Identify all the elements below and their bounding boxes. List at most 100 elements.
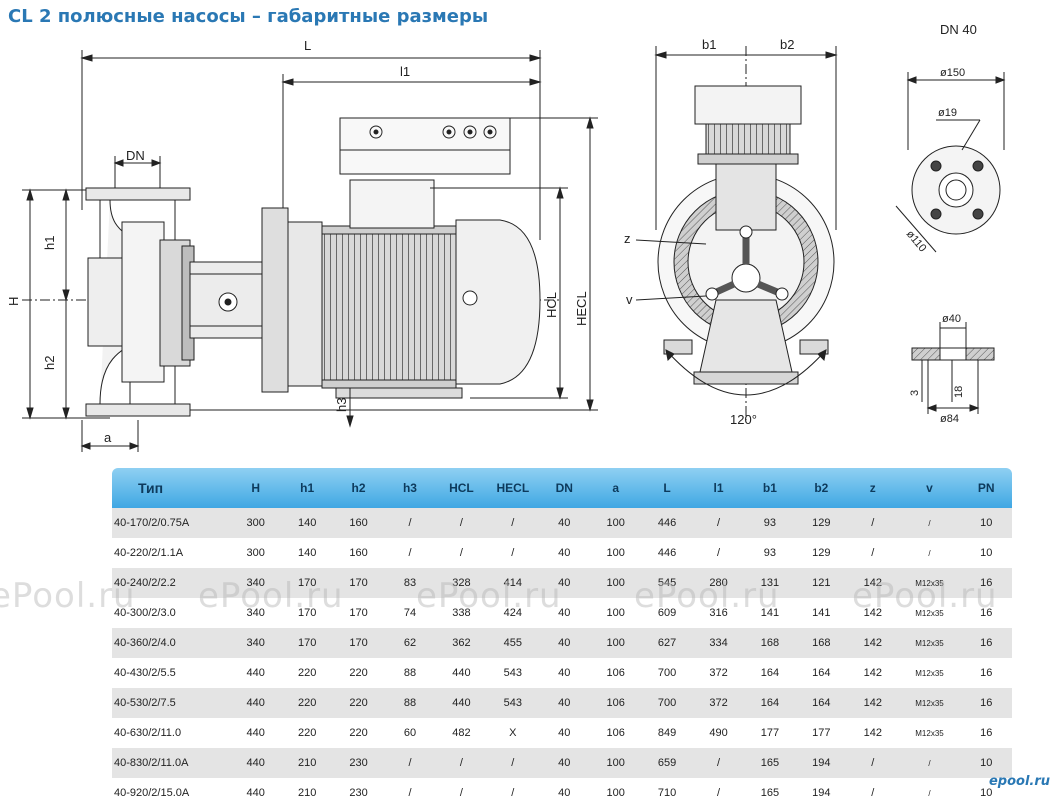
table-cell: / [692, 508, 745, 538]
table-cell: 490 [709, 727, 728, 739]
flange-d40: ø40 [942, 313, 961, 325]
table-header-row: Тип H h1 h2 h3 HCL HECL DN a L l1 b1 b2 … [112, 468, 1012, 508]
table-cell: 170 [281, 568, 333, 598]
table-cell-type: 40-300/2/3.0 [114, 607, 176, 619]
table-cell: 93 [744, 508, 796, 538]
table-cell: 338 [452, 607, 471, 619]
table-cell: M12x35 [915, 608, 944, 618]
table-cell: 40 [538, 508, 590, 538]
table-cell: / [384, 508, 436, 538]
flange-t18: 18 [953, 386, 965, 398]
table-cell-type: 40-920/2/15.0A [114, 787, 190, 799]
table-cell: 142 [863, 667, 882, 679]
table-cell: 106 [606, 727, 625, 739]
table-cell-type: 40-830/2/11.0A [112, 748, 230, 778]
table-cell: 177 [760, 727, 780, 739]
table-cell: 100 [589, 628, 642, 658]
table-cell: 170 [349, 607, 368, 619]
table-cell: 340 [230, 628, 282, 658]
table-cell: 446 [641, 508, 693, 538]
table-cell: 440 [246, 787, 265, 799]
table-cell: 164 [744, 688, 796, 718]
table-cell: 16 [960, 628, 1012, 658]
table-cell: 142 [847, 688, 899, 718]
table-cell: 700 [657, 667, 677, 679]
table-cell: 140 [297, 547, 317, 559]
table-cell: 194 [795, 748, 848, 778]
table-cell-type: 40-240/2/2.2 [112, 568, 230, 598]
table-cell: 543 [487, 688, 539, 718]
table-cell: 165 [760, 787, 780, 799]
table-cell: 627 [641, 628, 693, 658]
table-cell: 140 [281, 508, 333, 538]
table-cell: 340 [246, 607, 265, 619]
table-cell-type: 40-220/2/1.1A [114, 547, 184, 559]
flange-title: DN 40 [940, 22, 977, 37]
dim-label-h1: h1 [42, 236, 57, 250]
flange-d19: ø19 [938, 107, 957, 119]
table-cell: 440 [230, 688, 282, 718]
table-cell: 141 [760, 607, 780, 619]
table-cell: 106 [589, 688, 642, 718]
table-cell: 141 [812, 607, 831, 619]
table-cell: 142 [863, 607, 882, 619]
side-view [22, 50, 598, 452]
table-cell: / [692, 748, 745, 778]
dim-label-l1: l1 [400, 64, 410, 79]
table-cell-type: 40-430/2/5.5 [114, 667, 176, 679]
flange-d110: ø110 [904, 228, 929, 254]
table-cell: 62 [384, 628, 436, 658]
table-cell: 16 [980, 727, 993, 739]
table-cell: / [898, 508, 961, 538]
table-cell: / [847, 748, 899, 778]
table-cell: M12x35 [898, 688, 961, 718]
table-cell: X [509, 727, 517, 739]
flange-d150: ø150 [940, 67, 965, 79]
dim-label-angle: 120° [730, 412, 757, 427]
table-cell: / [487, 508, 539, 538]
table-cell: 300 [246, 547, 265, 559]
table-cell: 177 [812, 727, 831, 739]
table-cell: / [459, 787, 463, 799]
table-cell: 129 [795, 508, 848, 538]
table-cell: M12x35 [915, 668, 944, 678]
table-cell: 545 [641, 568, 693, 598]
table-cell: 194 [812, 787, 831, 799]
table-cell: / [847, 508, 899, 538]
table-cell: M12x35 [898, 568, 961, 598]
table-cell: 100 [589, 568, 642, 598]
table-cell: 482 [452, 727, 471, 739]
col-header-DN: DN [538, 468, 590, 508]
table-cell: / [511, 787, 515, 799]
table-cell: / [928, 788, 931, 798]
table-cell: 316 [709, 607, 728, 619]
table-cell: 142 [863, 727, 882, 739]
table-cell: 700 [641, 688, 693, 718]
table-cell: 372 [709, 667, 728, 679]
table-cell: 440 [452, 667, 471, 679]
table-cell: / [487, 748, 539, 778]
table-cell: 440 [246, 727, 265, 739]
front-view-labels: b1 b2 z v 120° [624, 37, 794, 427]
table-cell: 88 [403, 667, 417, 679]
table-cell: 170 [297, 607, 317, 619]
table-cell: 160 [349, 547, 368, 559]
table-cell: 328 [435, 568, 488, 598]
dim-label-a: a [104, 430, 112, 445]
col-header-type: Тип [112, 468, 230, 508]
table-cell: / [408, 547, 412, 559]
table-cell: 230 [349, 787, 368, 799]
table-cell: / [898, 748, 961, 778]
pump-dimension-drawing: L l1 DN H h1 h2 a h3 HCL HECL [6, 22, 1006, 452]
table-cell: 16 [980, 607, 993, 619]
table-cell: 710 [657, 787, 677, 799]
table-cell: / [716, 787, 721, 799]
table-cell: 10 [960, 508, 1012, 538]
table-cell: 40 [538, 568, 590, 598]
table-cell: 414 [487, 568, 539, 598]
